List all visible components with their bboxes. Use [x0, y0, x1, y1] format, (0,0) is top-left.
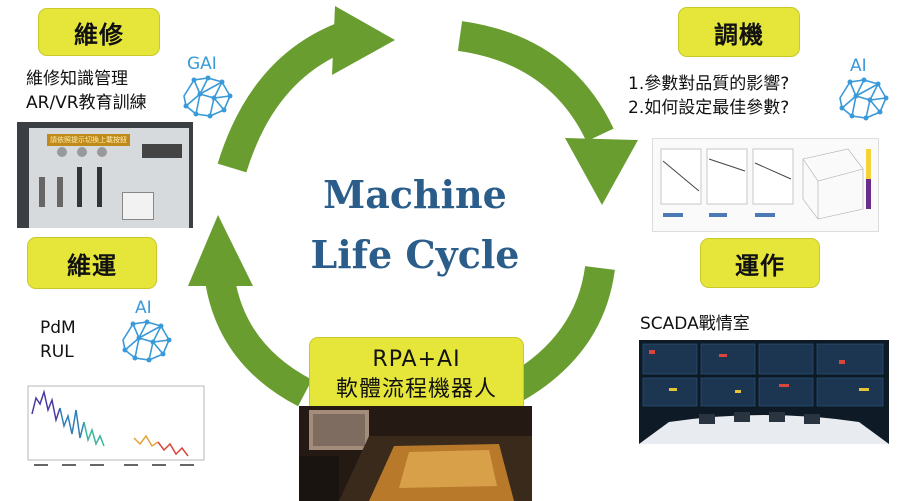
om-text-1: PdM	[40, 318, 76, 338]
arrow-right-arc	[507, 265, 615, 402]
om-text-2: RUL	[40, 342, 74, 362]
tuning-tag: 調機	[678, 7, 800, 57]
brain-network-icon	[122, 319, 172, 363]
arrow-left-arc	[205, 277, 313, 407]
tuning-tag-label: 調機	[714, 20, 764, 49]
title-line-1: Machine	[323, 172, 507, 217]
operation-caption: SCADA戰情室	[640, 314, 750, 334]
brain-network-icon	[839, 77, 889, 121]
scada-control-room-image	[639, 340, 889, 444]
maintenance-ai-tag: GAI	[187, 54, 217, 74]
maintenance-text-1: 維修知識管理	[26, 69, 128, 89]
maintenance-tag: 維修	[38, 8, 160, 56]
rpa-lab-image	[299, 406, 532, 501]
rpa-tag-line-1: RPA+AI	[372, 347, 461, 372]
title-line-2: Life Cycle	[310, 232, 520, 277]
om-tag-label: 維運	[67, 251, 117, 280]
maintenance-tag-label: 維修	[74, 20, 124, 49]
panel-caption: 請依照提示切換上載按鈕	[47, 134, 130, 146]
arrow-top-left-arc	[217, 24, 347, 173]
operation-tag: 運作	[700, 238, 820, 288]
rul-trend-chart-image	[4, 380, 208, 476]
page-title: Machine Life Cycle	[285, 165, 545, 285]
arrowhead-right	[565, 138, 638, 205]
operation-tag-label: 運作	[735, 251, 785, 280]
arrow-top-right-arc	[457, 21, 614, 142]
om-ai-tag: AI	[135, 298, 152, 318]
arrowhead-left	[188, 215, 253, 286]
tuning-text-1: 1.參數對品質的影響?	[628, 74, 790, 94]
ar-training-panel-image: 請依照提示切換上載按鈕	[17, 122, 193, 228]
brain-network-icon	[183, 75, 233, 119]
om-tag: 維運	[27, 237, 157, 289]
parameter-plots-image	[652, 138, 879, 232]
arrowhead-top	[332, 6, 395, 75]
tuning-text-2: 2.如何設定最佳參數?	[628, 98, 790, 118]
rpa-tag-line-2: 軟體流程機器人	[335, 377, 497, 402]
rpa-tag: RPA+AI 軟體流程機器人	[309, 337, 524, 413]
tuning-ai-tag: AI	[850, 56, 867, 76]
maintenance-text-2: AR/VR教育訓練	[26, 93, 147, 113]
